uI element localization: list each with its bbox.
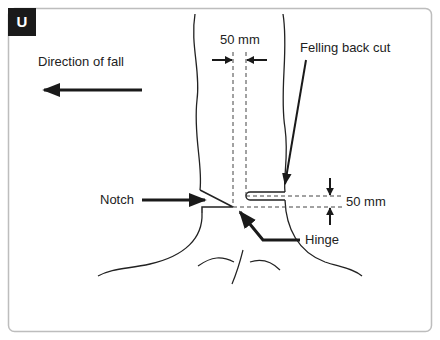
dimension-arrow bbox=[329, 178, 331, 195]
direction-label: Direction of fall bbox=[38, 54, 124, 70]
dimension-arrow bbox=[247, 59, 267, 61]
root bbox=[250, 260, 280, 270]
dimension-label: 50 mm bbox=[220, 32, 260, 48]
root bbox=[198, 258, 234, 266]
dimension-arrow bbox=[212, 59, 232, 61]
dimension-line bbox=[233, 52, 234, 207]
frame bbox=[9, 9, 432, 332]
root bbox=[232, 250, 243, 284]
dimension-line bbox=[246, 52, 247, 196]
callout-label: Notch bbox=[100, 192, 134, 208]
dimension-line bbox=[233, 207, 342, 208]
dimension-arrow bbox=[329, 208, 331, 225]
trunk-edge bbox=[194, 14, 201, 190]
dimension-label: 50 mm bbox=[346, 194, 386, 210]
dimension-line bbox=[246, 196, 342, 197]
trunk-edge bbox=[98, 213, 202, 276]
callout-label: Felling back cut bbox=[300, 40, 390, 56]
callout-label: Hinge bbox=[305, 232, 339, 248]
leader-arrow bbox=[142, 199, 205, 202]
direction-arrow bbox=[44, 89, 142, 92]
badge-letter: U bbox=[17, 13, 28, 31]
section-badge: U bbox=[8, 8, 36, 36]
leader-arrow bbox=[240, 212, 300, 240]
back-cut bbox=[246, 192, 285, 200]
trunk-edge bbox=[285, 200, 362, 276]
trunk-edge bbox=[283, 14, 286, 192]
leader-arrow bbox=[285, 60, 306, 184]
